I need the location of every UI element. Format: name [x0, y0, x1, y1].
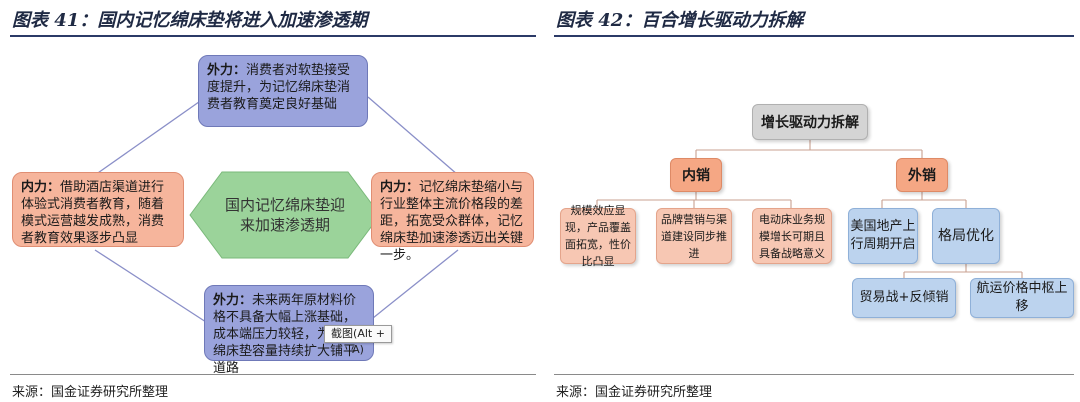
diamond-line-bottom-left — [94, 249, 207, 323]
diamond-line-top-left — [94, 96, 207, 176]
domestic-item-2: 品牌营销与渠道建设同步推进 — [656, 208, 732, 264]
diamond-line-top-right — [367, 96, 459, 176]
left-factor-box: 内力：借助酒店渠道进行体验式消费者教育，随着模式运营越发成熟，消费者教育效果逐步… — [12, 172, 184, 247]
top-factor-text: 消费者对软垫接受度提升，为记忆绵床垫消费者教育奠定良好基础 — [207, 63, 351, 112]
right-figure-title: 图表 42：百合增长驱动力拆解 — [556, 10, 804, 31]
shipping-price-node: 航运价格中枢上移 — [970, 278, 1074, 318]
left-factor-text: 借助酒店渠道进行体验式消费者教育，随着模式运营越发成熟，消费者教育效果逐步凸显 — [21, 180, 165, 246]
domestic-node: 内销 — [670, 158, 722, 192]
bottom-factor-text: 未来两年原材料价格不具备大幅上涨基础，成本端压力较轻，为记忆绵床垫容量持续扩大铺… — [213, 293, 357, 376]
right-bottom-rule — [554, 374, 1074, 375]
layout-optimization-node: 格局优化 — [932, 208, 1000, 264]
right-title-rule — [554, 35, 1074, 37]
screenshot-tooltip: 截图(Alt + A) — [324, 325, 392, 356]
top-factor-label: 外力： — [207, 63, 247, 78]
diamond-line-bottom-right — [367, 249, 459, 323]
left-title-rule — [10, 35, 536, 37]
left-bottom-rule — [10, 374, 536, 375]
bottom-factor-box: 外力：未来两年原材料价格不具备大幅上涨基础，成本端压力较轻，为记忆绵床垫容量持续… — [204, 285, 374, 376]
foreign-node: 外销 — [896, 158, 948, 192]
root-node: 增长驱动力拆解 — [752, 104, 868, 140]
left-source: 来源：国金证券研究所整理 — [12, 385, 169, 400]
top-factor-box: 外力：消费者对软垫接受度提升，为记忆绵床垫消费者教育奠定良好基础 — [198, 55, 368, 127]
left-factor-label: 内力： — [21, 180, 61, 195]
center-hexagon-text: 国内记忆绵床垫迎来加速渗透期 — [225, 196, 346, 234]
left-figure-title: 图表 41：国内记忆绵床垫将进入加速渗透期 — [12, 10, 368, 31]
trade-war-node: 贸易战+反倾销 — [852, 278, 956, 318]
domestic-item-3: 电动床业务规模增长可期且具备战略意义 — [752, 208, 832, 264]
domestic-item-1: 规模效应显现，产品覆盖面拓宽，性价比凸显 — [560, 204, 636, 268]
us-estate-node: 美国地产上行周期开启 — [848, 208, 918, 264]
right-factor-text: 记忆绵床垫缩小与行业整体主流价格段的差距，拓宽受众群体，记忆绵床垫加速渗透迈出关… — [380, 180, 524, 263]
right-factor-box: 内力：记忆绵床垫缩小与行业整体主流价格段的差距，拓宽受众群体，记忆绵床垫加速渗透… — [371, 172, 534, 263]
bottom-factor-label: 外力： — [213, 293, 253, 308]
right-factor-label: 内力： — [380, 180, 420, 195]
tree-lines — [596, 140, 1023, 278]
right-source: 来源：国金证券研究所整理 — [556, 385, 713, 400]
